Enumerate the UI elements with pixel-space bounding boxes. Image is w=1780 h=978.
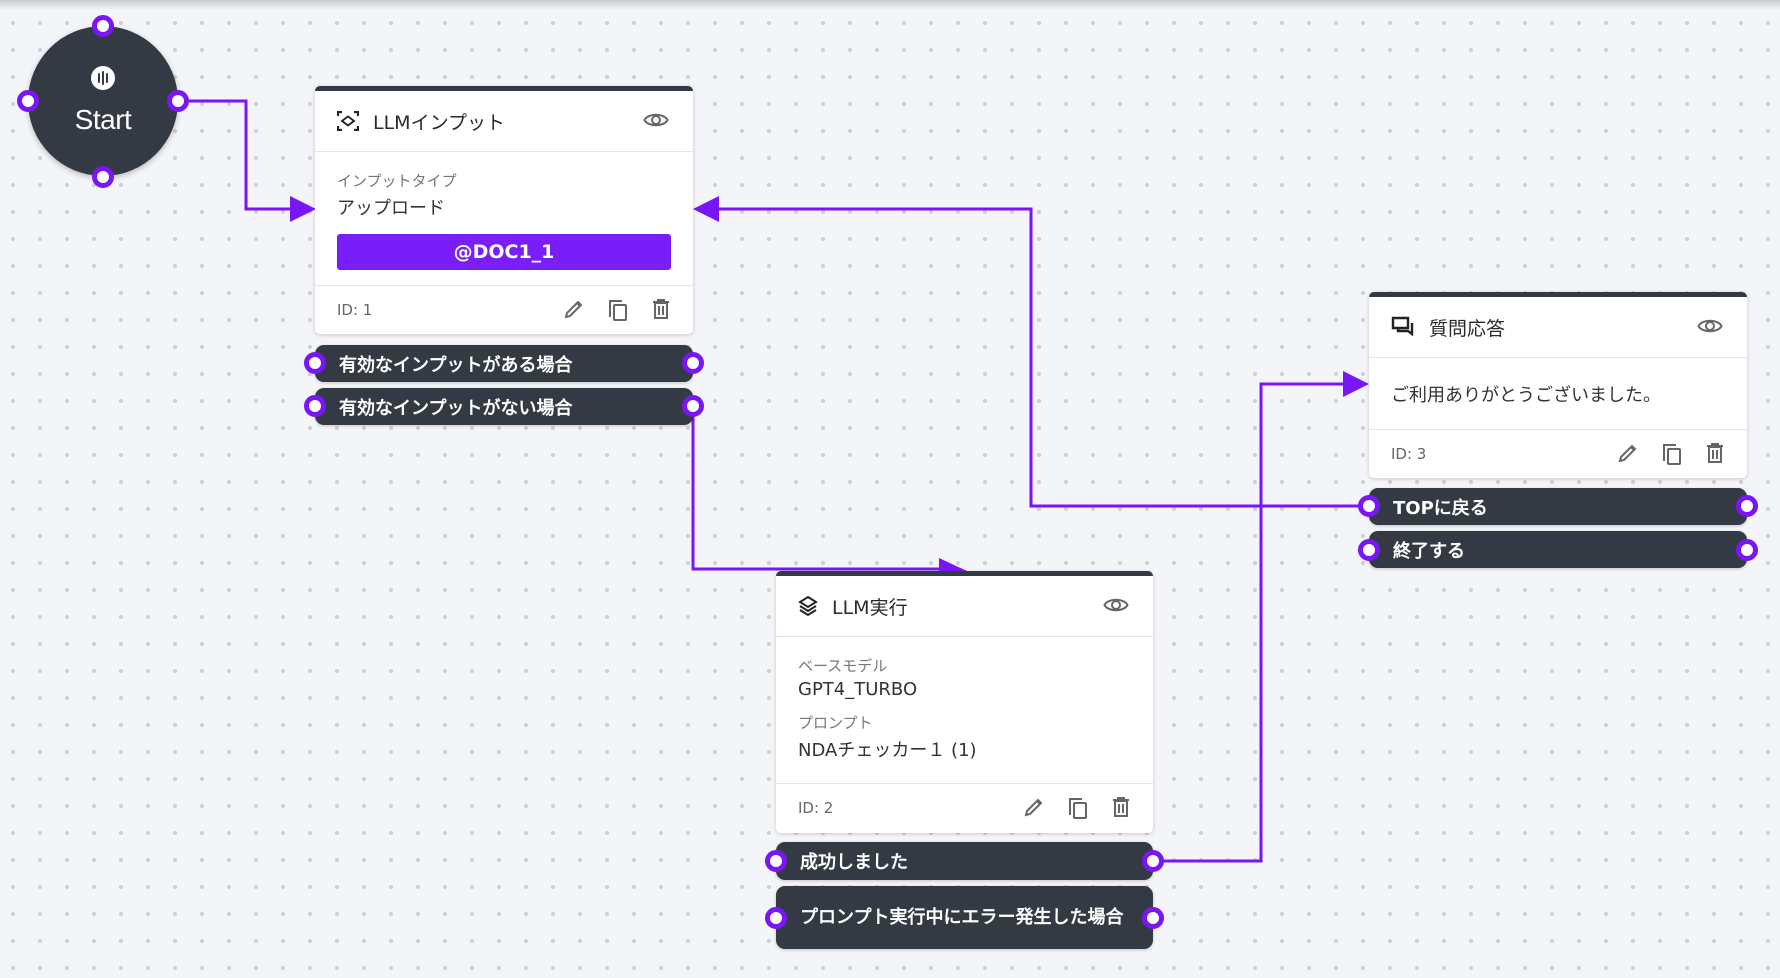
node-id: ID: 3: [1391, 445, 1427, 463]
edge-llm-input-invalid-to-llm-exec: [691, 406, 945, 571]
eye-icon[interactable]: [1697, 317, 1723, 335]
arrow-into-llm-input: [290, 196, 316, 222]
output-finish[interactable]: 終了する: [1369, 531, 1747, 568]
node-header: LLM実行: [776, 576, 1153, 637]
copy-icon[interactable]: [1067, 796, 1089, 820]
node-footer: ID: 3: [1369, 430, 1747, 478]
arrow-into-llm-exec: [939, 558, 967, 571]
start-port-left[interactable]: [17, 90, 39, 112]
arrow-return-into-llm-input: [693, 196, 719, 222]
node-body: インプットタイプ アップロード @DOC1_1: [315, 152, 693, 286]
output-label: 成功しました: [800, 852, 908, 873]
start-label: Start: [74, 104, 132, 135]
node-header: LLMインプット: [315, 91, 693, 152]
node-header: 質問応答: [1369, 297, 1747, 358]
port-out[interactable]: [1142, 907, 1164, 929]
output-label: 有効なインプットがない場合: [339, 397, 573, 419]
pencil-icon[interactable]: [1617, 442, 1639, 464]
output-label: TOPに戻る: [1393, 497, 1488, 519]
output-error[interactable]: プロンプト実行中にエラー発生した場合: [776, 886, 1153, 949]
message-text: ご利用ありがとうございました。: [1391, 385, 1661, 406]
node-id: ID: 2: [798, 799, 834, 817]
port-in[interactable]: [304, 395, 326, 417]
output-valid-input[interactable]: 有効なインプットがある場合: [315, 345, 693, 382]
node-title: LLMインプット: [373, 111, 505, 134]
scan-icon: [337, 111, 359, 131]
port-out[interactable]: [1736, 495, 1758, 517]
output-label: プロンプト実行中にエラー発生した場合: [800, 906, 1124, 928]
trash-icon[interactable]: [651, 298, 671, 320]
node-body: ベースモデル GPT4_TURBO プロンプト NDAチェッカー１ (1): [776, 637, 1153, 784]
eye-icon[interactable]: [643, 111, 669, 129]
field-value: アップロード: [337, 198, 445, 219]
output-success[interactable]: 成功しました: [776, 842, 1153, 880]
doc-tag-button[interactable]: @DOC1_1: [337, 234, 671, 270]
port-in[interactable]: [765, 907, 787, 929]
port-in[interactable]: [304, 352, 326, 374]
port-out[interactable]: [1142, 850, 1164, 872]
top-shadow: [0, 0, 1780, 10]
port-out[interactable]: [1736, 539, 1758, 561]
output-invalid-input[interactable]: 有効なインプットがない場合: [315, 388, 693, 425]
port-in[interactable]: [1358, 539, 1380, 561]
start-port-top[interactable]: [92, 15, 114, 37]
eye-icon[interactable]: [1103, 596, 1129, 614]
field-label: ベースモデル: [798, 657, 888, 675]
pencil-icon[interactable]: [563, 298, 585, 320]
layers-icon: [798, 595, 818, 617]
output-label: 有効なインプットがある場合: [339, 354, 573, 376]
arrow-into-qa: [1343, 371, 1369, 397]
node-title: LLM実行: [832, 596, 908, 619]
copy-icon[interactable]: [1661, 442, 1683, 466]
field-value: GPT4_TURBO: [798, 679, 918, 700]
edge-start-to-llm-input: [180, 99, 300, 211]
port-out[interactable]: [682, 395, 704, 417]
trash-icon[interactable]: [1705, 442, 1725, 464]
node-llm-input[interactable]: LLMインプット インプットタイプ アップロード @DOC1_1 ID: 1: [315, 86, 693, 334]
node-qa[interactable]: 質問応答 ご利用ありがとうございました。 ID: 3: [1369, 292, 1747, 478]
node-id: ID: 1: [337, 301, 373, 319]
port-in[interactable]: [765, 850, 787, 872]
node-body: ご利用ありがとうございました。: [1369, 358, 1747, 430]
start-node[interactable]: Start: [28, 26, 178, 176]
broadcast-icon: [91, 66, 115, 90]
node-title: 質問応答: [1429, 317, 1506, 340]
chat-icon: [1391, 316, 1414, 337]
output-back-to-top[interactable]: TOPに戻る: [1369, 488, 1747, 525]
pencil-icon[interactable]: [1023, 796, 1045, 818]
output-label: 終了する: [1393, 540, 1465, 562]
field-label: プロンプト: [798, 714, 873, 732]
port-in[interactable]: [1358, 495, 1380, 517]
edge-top-back-to-llm-input: [708, 207, 1369, 508]
trash-icon[interactable]: [1111, 796, 1131, 818]
node-llm-exec[interactable]: LLM実行 ベースモデル GPT4_TURBO プロンプト NDAチェッカー１ …: [776, 571, 1153, 833]
port-out[interactable]: [682, 352, 704, 374]
field-label: インプットタイプ: [337, 172, 457, 190]
start-port-bottom[interactable]: [92, 166, 114, 188]
field-value: NDAチェッカー１ (1): [798, 740, 977, 761]
start-port-right[interactable]: [167, 90, 189, 112]
node-footer: ID: 2: [776, 784, 1153, 832]
node-footer: ID: 1: [315, 286, 693, 334]
copy-icon[interactable]: [607, 298, 629, 322]
edge-success-to-qa: [1153, 382, 1345, 863]
